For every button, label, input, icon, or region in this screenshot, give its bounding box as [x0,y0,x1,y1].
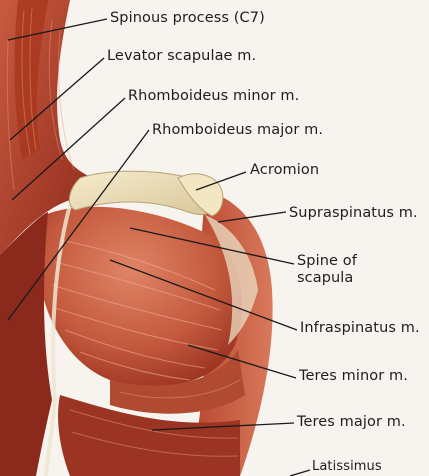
rhomboid-muscles [0,212,52,476]
label-levator-scapulae: Levator scapulae m. [107,48,256,65]
label-spine-of-scapula: Spine of scapula [297,253,397,288]
label-supraspinatus: Supraspinatus m. [289,205,418,222]
label-teres-major: Teres major m. [297,414,406,431]
label-spinous-process: Spinous process (C7) [110,10,265,27]
label-latissimus: Latissimus [312,459,382,475]
label-infraspinatus: Infraspinatus m. [300,320,420,337]
label-teres-minor: Teres minor m. [299,368,408,385]
label-acromion: Acromion [250,162,319,179]
label-rhomboideus-minor: Rhomboideus minor m. [128,88,299,105]
label-rhomboideus-major: Rhomboideus major m. [152,122,323,139]
